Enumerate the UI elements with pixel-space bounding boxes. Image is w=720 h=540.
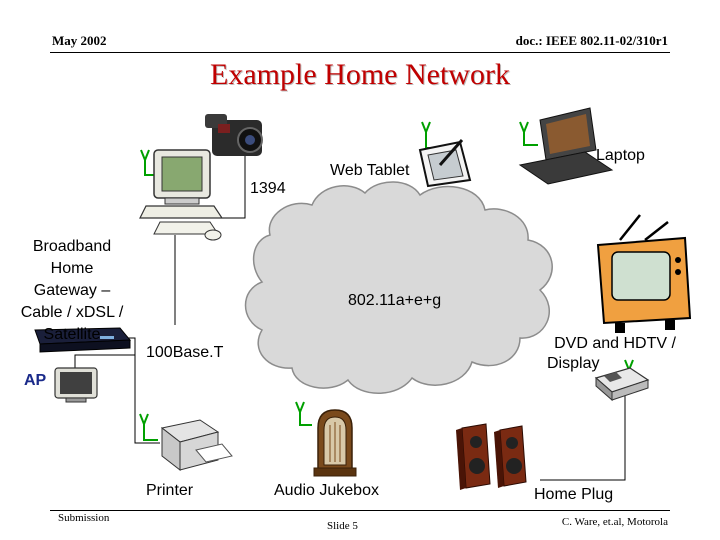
label-gateway-line: Home [50,260,94,277]
label-100baset: 100Base.T [146,344,224,361]
printer-icon [160,419,233,472]
label-laptop: Laptop [596,147,645,164]
label-gateway-line: Cable / xDSL / [20,304,124,321]
label-gateway-line: Satellite [43,326,101,343]
label-gateway-line: Gateway – [33,282,111,299]
footer-submission: Submission [58,512,110,524]
label-gateway: Broadband Home Gateway – Cable / xDSL / … [8,236,136,346]
label-1394: 1394 [250,180,286,197]
label-ap: AP [24,372,47,389]
camera-icon [205,114,263,156]
wireless-cloud [244,181,553,394]
antenna-icon-jukebox [295,401,312,426]
header-doc-number: doc.: IEEE 802.11-02/310r1 [515,33,668,48]
header-date: May 2002 [52,33,107,48]
label-dvd-hdtv: DVD and HDTV / Display [540,334,690,374]
dvd-player-icon [594,367,650,402]
label-gateway-line: Broadband [32,238,112,255]
label-audio-jukebox: Audio Jukebox [274,482,379,499]
label-dvd-line: DVD and HDTV / [554,335,676,352]
header-rule [50,52,670,53]
access-point-icon [54,367,98,403]
antenna-icon-tablet [421,121,432,149]
label-home-plug: Home Plug [534,486,614,503]
label-dvd-line: Display [547,355,600,372]
footer-slide-number: Slide 5 [327,520,358,532]
jukebox-icon [313,409,357,477]
antenna-icon-printer [139,413,158,441]
gateway-modem-icon [34,327,132,353]
slide-title: Example Home Network [210,58,510,91]
antenna-icon-laptop [519,121,538,146]
footer-rule [50,510,670,511]
tv-icon [596,214,692,333]
web-tablet-icon [418,139,472,188]
desktop-computer-icon [139,149,224,241]
laptop-icon [518,107,614,185]
speakers-icon [456,423,527,490]
label-web-tablet: Web Tablet [330,162,410,179]
footer-author: C. Ware, et.al, Motorola [561,516,668,528]
label-printer: Printer [146,482,194,499]
label-wireless-standard: 802.11a+e+g [348,292,442,309]
